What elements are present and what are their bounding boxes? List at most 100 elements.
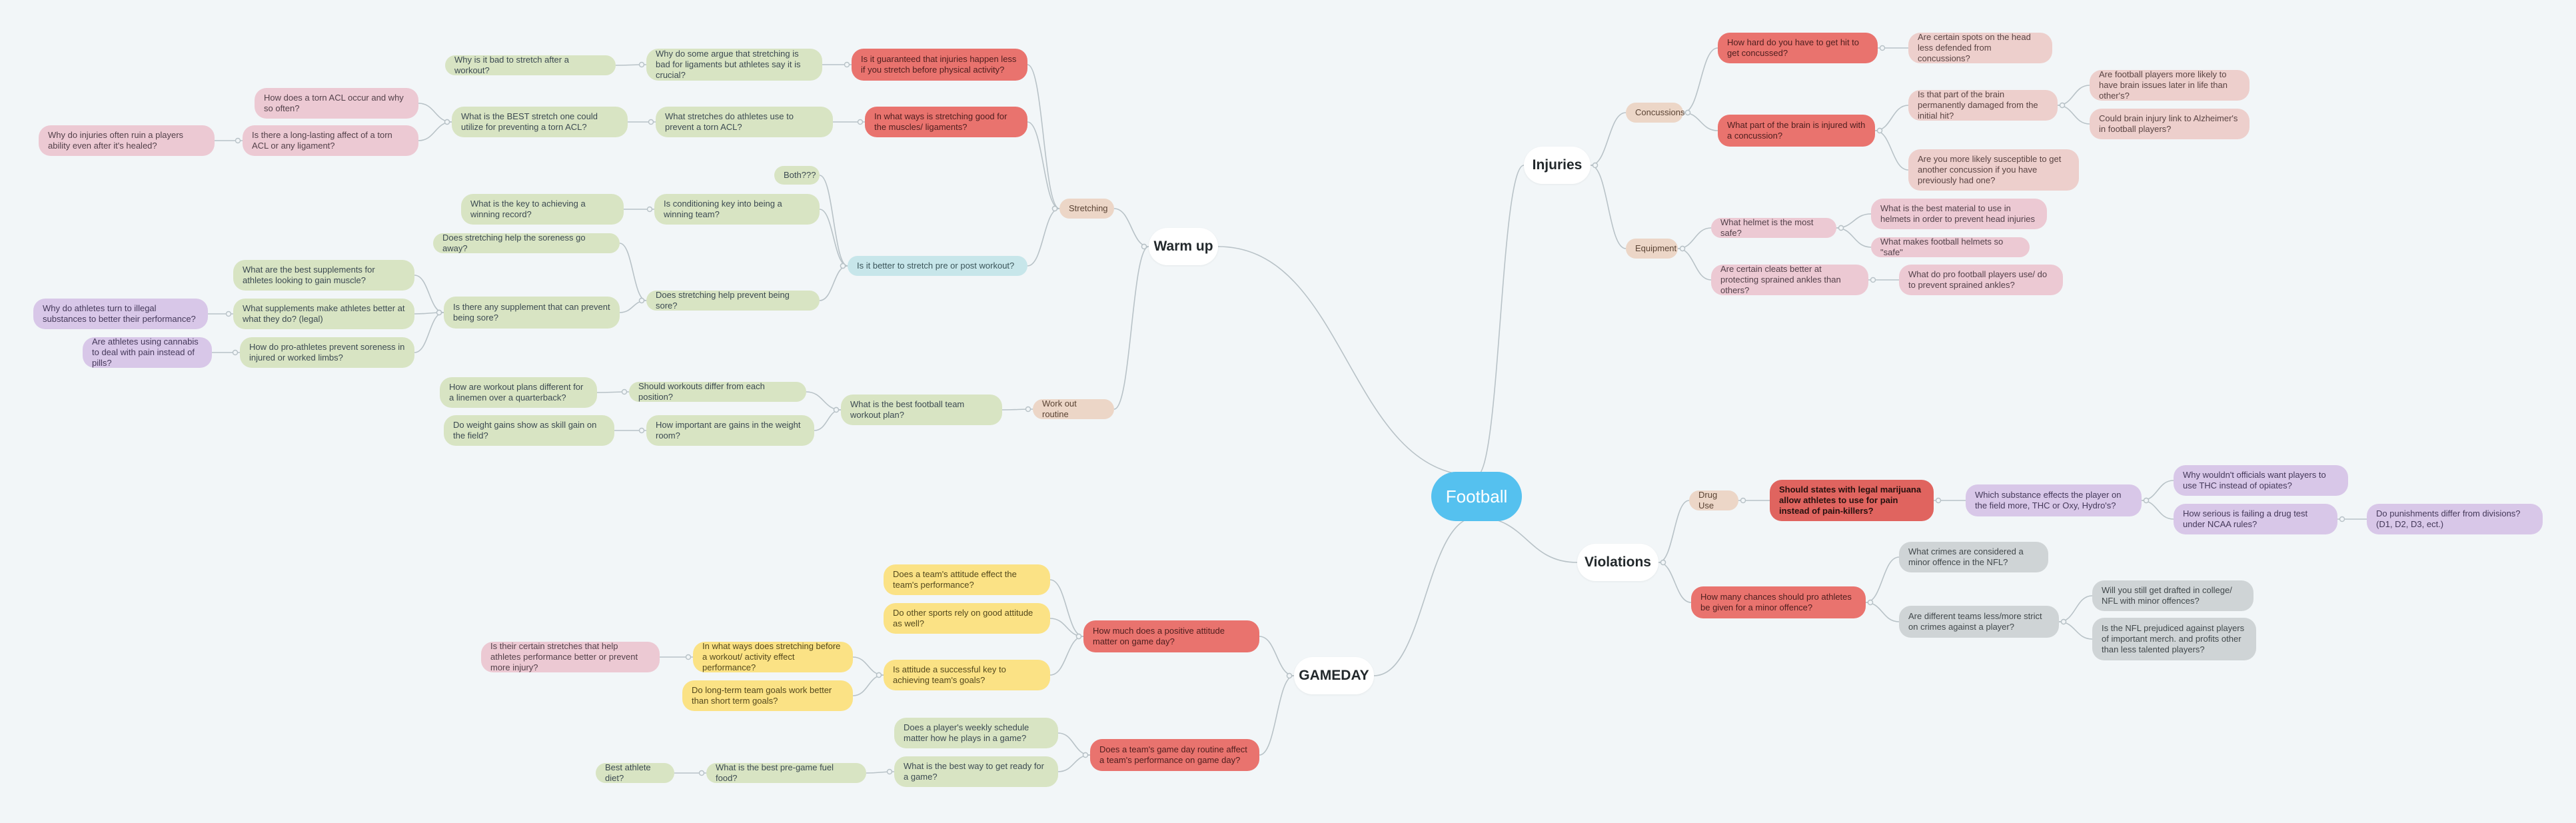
collapse-dot[interactable] <box>857 119 864 125</box>
collapse-dot[interactable] <box>235 137 241 144</box>
warmup-best-stretch[interactable]: What is the BEST stretch one could utili… <box>452 107 628 137</box>
warmup-good-torn[interactable]: In what ways is stretching good for the … <box>865 107 1027 137</box>
warmup-weight-gains[interactable]: Do weight gains show as skill gain on th… <box>444 415 614 446</box>
gameday-best-diet[interactable]: Best athlete diet? <box>596 762 674 783</box>
warmup-prevent-sore[interactable]: Does stretching help prevent being sore? <box>646 290 820 311</box>
gameday-weekly-schedule[interactable]: Does a player's weekly schedule matter h… <box>894 718 1058 748</box>
gameday-attitude[interactable]: How much does a positive attitude matter… <box>1083 620 1259 652</box>
injuries-how-hard[interactable]: How hard do you have to get hit to get c… <box>1718 33 1878 63</box>
warmup-cannabis[interactable]: Are athletes using cannabis to deal with… <box>83 337 212 368</box>
collapse-dot[interactable] <box>1286 672 1293 679</box>
collapse-dot[interactable] <box>1660 559 1666 566</box>
collapse-dot[interactable] <box>638 427 645 434</box>
collapse-dot[interactable] <box>886 768 893 775</box>
gameday-attitude-key[interactable]: Is attitude a successful key to achievin… <box>884 660 1050 690</box>
collapse-dot[interactable] <box>1075 633 1082 640</box>
violations-chances[interactable]: How many chances should pro athletes be … <box>1691 586 1866 618</box>
collapse-dot[interactable] <box>638 297 645 304</box>
warmup-argue-bad[interactable]: Why do some argue that stretching is bad… <box>646 49 822 81</box>
warmup-stretching[interactable]: Stretching <box>1059 199 1114 219</box>
collapse-dot[interactable] <box>648 119 654 125</box>
gameday-stretch-mentally[interactable]: In what ways does stretching before a wo… <box>693 641 853 672</box>
branch-gameday[interactable]: GAMEDAY <box>1294 657 1374 694</box>
warmup-torn-acl-occur[interactable]: How does a torn ACL occur and why so oft… <box>255 88 418 119</box>
collapse-dot[interactable] <box>225 311 232 317</box>
warmup-winning-record[interactable]: What is the key to achieving a winning r… <box>461 194 624 225</box>
injuries-helmet-safe[interactable]: What helmet is the most safe? <box>1711 217 1836 238</box>
warmup-supplement[interactable]: Is there any supplement that can prevent… <box>444 297 620 329</box>
collapse-dot[interactable] <box>844 61 850 68</box>
collapse-dot[interactable] <box>698 770 705 776</box>
warmup-best-supplements[interactable]: What are the best supplements for athlet… <box>233 260 414 291</box>
injuries-alzheimers[interactable]: Could brain injury link to Alzheimer's i… <box>2090 109 2250 139</box>
violations-marijuana[interactable]: Should states with legal marijuana allow… <box>1770 480 1934 521</box>
injuries-more-likely-brain[interactable]: Are football players more likely to have… <box>2090 69 2250 101</box>
injuries-damaged[interactable]: Is that part of the brain permanently da… <box>1908 89 2058 121</box>
warmup-workout-routine[interactable]: Work out routine <box>1033 399 1114 419</box>
collapse-dot[interactable] <box>1051 205 1058 212</box>
warmup-long-lasting[interactable]: Is there a long-lasting affect of a torn… <box>243 125 418 156</box>
collapse-dot[interactable] <box>232 349 239 356</box>
collapse-dot[interactable] <box>840 263 846 269</box>
gameday-routine[interactable]: Does a team's game day routine affect a … <box>1090 739 1259 771</box>
collapse-dot[interactable] <box>1592 162 1599 169</box>
collapse-dot[interactable] <box>2060 618 2067 625</box>
collapse-dot[interactable] <box>1684 109 1691 116</box>
collapse-dot[interactable] <box>646 206 653 213</box>
collapse-dot[interactable] <box>638 61 645 68</box>
warmup-conditioning[interactable]: Is conditioning key into being a winning… <box>654 194 820 225</box>
warmup-illegal[interactable]: Why do athletes turn to illegal substanc… <box>33 299 208 329</box>
violations-substance[interactable]: Which substance effects the player on th… <box>1966 484 2142 516</box>
warmup-stretch-prevent-acl[interactable]: What stretches do athletes use to preven… <box>656 107 833 137</box>
branch-violations[interactable]: Violations <box>1577 544 1658 581</box>
collapse-dot[interactable] <box>2059 102 2066 109</box>
warmup-soreness-away[interactable]: Does stretching help the soreness go awa… <box>433 233 620 253</box>
gameday-team-attitude[interactable]: Does a team's attitude effect the team's… <box>884 564 1050 595</box>
collapse-dot[interactable] <box>1876 127 1883 134</box>
collapse-dot[interactable] <box>1870 277 1876 283</box>
collapse-dot[interactable] <box>621 389 628 395</box>
branch-injuries[interactable]: Injuries <box>1524 147 1591 184</box>
collapse-dot[interactable] <box>1935 497 1942 504</box>
collapse-dot[interactable] <box>1679 245 1686 252</box>
warmup-supplements-better[interactable]: What supplements make athletes better at… <box>233 299 414 329</box>
injuries-equipment[interactable]: Equipment <box>1626 239 1678 259</box>
warmup-differ-position[interactable]: Should workouts differ from each positio… <box>629 381 806 402</box>
violations-officials[interactable]: Why wouldn't officials want players to u… <box>2174 465 2348 496</box>
violations-drug-test[interactable]: How serious is failing a drug test under… <box>2174 504 2337 534</box>
injuries-pros-do[interactable]: What do pro football players use/ do to … <box>1899 265 2063 295</box>
warmup-guaranteed[interactable]: Is it guaranteed that injuries happen le… <box>852 49 1027 81</box>
violations-drafted[interactable]: Will you still get drafted in college/ N… <box>2092 580 2254 611</box>
gameday-stretches-better[interactable]: Is their certain stretches that help ath… <box>481 641 660 672</box>
gameday-other-sports[interactable]: Do other sports rely on good attitude as… <box>884 603 1050 634</box>
collapse-dot[interactable] <box>436 309 442 316</box>
collapse-dot[interactable] <box>1141 243 1147 250</box>
collapse-dot[interactable] <box>2143 497 2150 504</box>
injuries-susceptible[interactable]: Are you more likely susceptible to get a… <box>1908 149 2079 191</box>
root-node-football[interactable]: Football <box>1431 472 1522 521</box>
injuries-brain-part[interactable]: What part of the brain is injured with a… <box>1718 115 1875 147</box>
warmup-ruin-ability[interactable]: Why do injuries often ruin a players abi… <box>39 125 215 156</box>
collapse-dot[interactable] <box>833 407 840 413</box>
branch-warm-up[interactable]: Warm up <box>1149 228 1218 265</box>
injuries-helmets-safe-what[interactable]: What makes football helmets so "safe" <box>1871 237 2030 257</box>
injuries-spots-head[interactable]: Are certain spots on the head less defen… <box>1908 32 2052 63</box>
gameday-pre-game-food[interactable]: What is the best pre-game fuel food? <box>706 762 866 783</box>
warmup-pre-post[interactable]: Is it better to stretch pre or post work… <box>848 256 1027 276</box>
warmup-pros-prevent[interactable]: How do pro-athletes prevent soreness in … <box>240 337 414 368</box>
warmup-bad-after[interactable]: Why is it bad to stretch after a workout… <box>445 55 616 75</box>
collapse-dot[interactable] <box>876 672 882 678</box>
warmup-best-plan[interactable]: What is the best football team workout p… <box>841 395 1002 425</box>
violations-punishments[interactable]: Do punishments differ from divisions? (D… <box>2367 504 2543 534</box>
collapse-dot[interactable] <box>1838 225 1844 231</box>
violations-drug-use[interactable]: Drug Use <box>1689 490 1738 510</box>
collapse-dot[interactable] <box>685 654 692 660</box>
collapse-dot[interactable] <box>1740 497 1746 504</box>
collapse-dot[interactable] <box>444 119 450 125</box>
gameday-long-term[interactable]: Do long-term team goals work better than… <box>682 680 853 711</box>
injuries-cleats[interactable]: Are certain cleats better at protecting … <box>1711 264 1868 295</box>
collapse-dot[interactable] <box>1879 45 1886 51</box>
injuries-helmet-material[interactable]: What is the best material to use in helm… <box>1871 199 2047 229</box>
warmup-both[interactable]: Both??? <box>774 166 820 185</box>
collapse-dot[interactable] <box>1025 406 1031 412</box>
